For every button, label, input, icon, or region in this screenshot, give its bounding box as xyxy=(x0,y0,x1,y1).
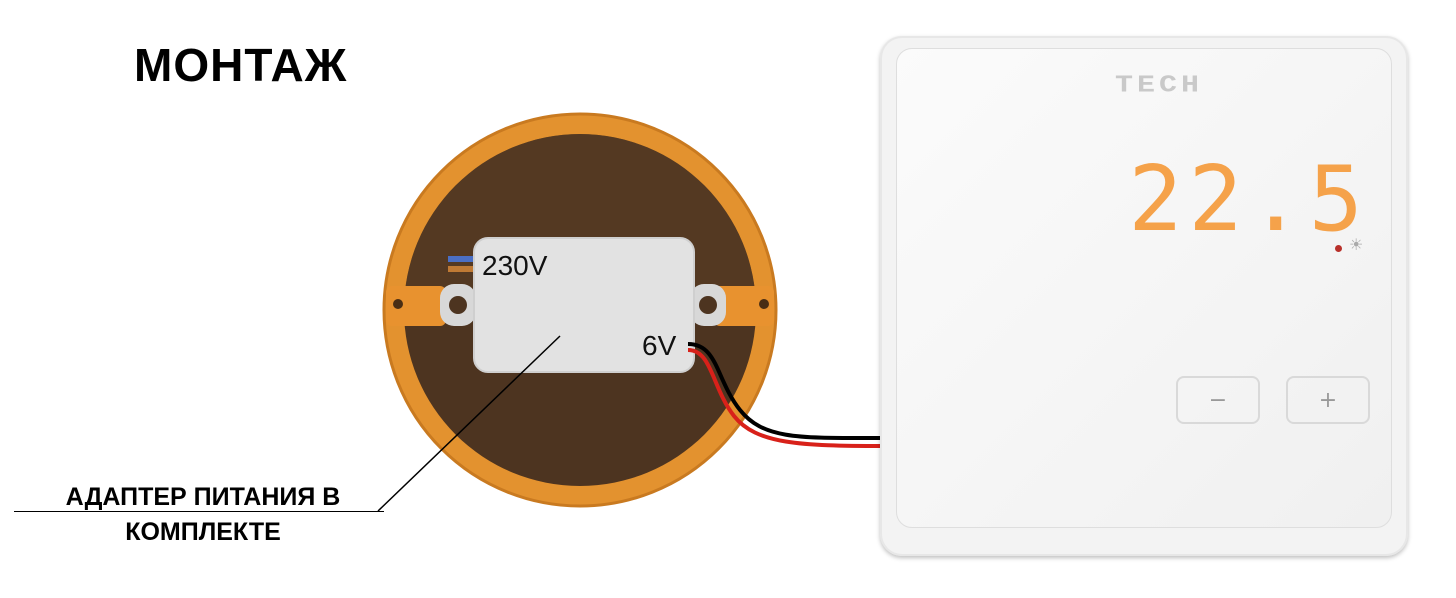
caption-line-1: АДАПТЕР ПИТАНИЯ В xyxy=(65,483,341,511)
status-led-icon xyxy=(1335,245,1342,252)
wire-blue xyxy=(448,256,478,262)
adapter-caption: АДАПТЕР ПИТАНИЯ В КОМПЛЕКТЕ xyxy=(18,480,388,550)
wire-black xyxy=(687,342,885,441)
adapter-output-label: 6V xyxy=(642,330,677,361)
power-adapter xyxy=(440,237,726,373)
sun-icon: ☀ xyxy=(1349,235,1364,254)
thermostat-device: TECH 22.5 ☀ − + xyxy=(880,36,1408,556)
adapter-input-label: 230V xyxy=(482,250,548,281)
caption-underline xyxy=(14,511,384,512)
brand-logo: TECH xyxy=(1115,72,1204,100)
increase-button[interactable]: + xyxy=(1286,376,1370,424)
wire-red xyxy=(687,348,885,448)
thermostat-face: TECH 22.5 ☀ − + xyxy=(896,48,1392,528)
page-title: МОНТАЖ xyxy=(134,39,348,91)
wire-brown xyxy=(448,266,478,272)
caption-line-2: КОМПЛЕКТЕ xyxy=(125,518,281,546)
temperature-display: 22.5 xyxy=(1128,147,1369,252)
decrease-button[interactable]: − xyxy=(1176,376,1260,424)
leader-line xyxy=(377,335,561,512)
